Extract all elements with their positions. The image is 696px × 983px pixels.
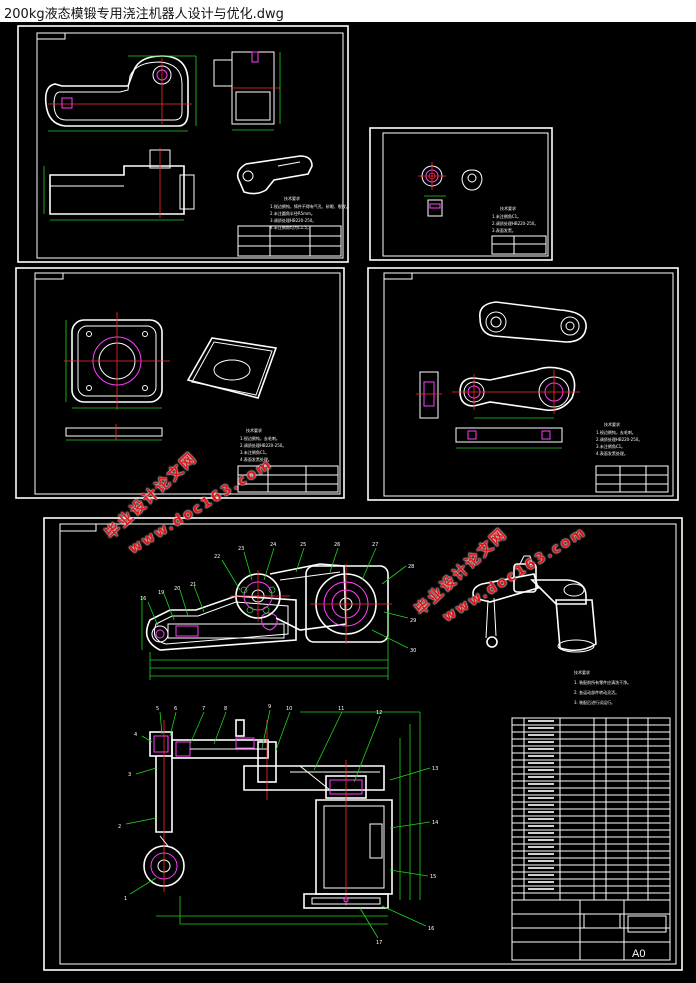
balloon-label: 22 — [214, 554, 220, 560]
sheet-top-left: 技术要求 1.锐边倒钝，铸件不得有气孔、砂眼、裂纹。 2.未注圆角半径R5mm。… — [17, 25, 350, 263]
parts-list-cell-text — [528, 804, 554, 806]
balloon-label: 4 — [134, 732, 137, 738]
balloon-label: 23 — [238, 546, 244, 552]
balloon-label: 11 — [338, 706, 344, 712]
parts-list-cell-text — [528, 720, 554, 722]
cad-drawing-canvas[interactable]: .f{fill:none;stroke:#fff;stroke-width:1}… — [0, 22, 696, 983]
balloon-label: 16 — [140, 596, 146, 602]
parts-list-cell-text — [528, 818, 554, 820]
parts-list-cell-text — [528, 853, 554, 855]
parts-list-cell-text — [528, 867, 554, 869]
parts-list-cell-text — [528, 727, 554, 729]
note-line: 2.未注圆角半径R5mm。 — [270, 210, 315, 216]
notes-title: 技术要求 — [604, 421, 620, 427]
note-line: 1.锐边倒钝，去毛刺。 — [240, 435, 280, 441]
balloon-label: 17 — [376, 940, 382, 946]
parts-list-cell-text — [528, 776, 554, 778]
balloon-label: 10 — [286, 706, 292, 712]
note-line: 3.未注倒角C1。 — [240, 449, 269, 455]
sheet-assembly: 16 19 20 21 22 23 24 25 26 27 28 29 30 — [43, 517, 683, 971]
note-line: 3.调质处理HB220-250。 — [270, 217, 316, 223]
parts-list-cell-text — [528, 881, 554, 883]
note-line: 1.锐边倒钝，去毛刺。 — [596, 429, 636, 435]
note-line: 3. 装配后进行试运行。 — [574, 699, 615, 705]
note-line: 4.未注倒角均为C1.5。 — [270, 224, 311, 230]
balloon-label: 26 — [334, 542, 340, 548]
note-line: 3.表面发黑。 — [492, 227, 516, 233]
balloon-label: 1 — [124, 896, 127, 902]
balloon-label: 25 — [300, 542, 306, 548]
parts-list-cell-text — [528, 797, 554, 799]
parts-list-cell-text — [528, 811, 554, 813]
note-line: 3.未注倒角C1。 — [596, 443, 625, 449]
window-title: 200kg液态模锻专用浇注机器人设计与优化.dwg — [4, 7, 284, 22]
parts-list-cell-text — [528, 762, 554, 764]
title-block: A0 — [511, 899, 671, 961]
parts-list-cell-text — [528, 741, 554, 743]
parts-list-cell-text — [528, 783, 554, 785]
window-title-bar: 200kg液态模锻专用浇注机器人设计与优化.dwg — [0, 0, 696, 23]
parts-list-cell-text — [528, 825, 554, 827]
balloon-label: 24 — [270, 542, 276, 548]
balloon-label: 7 — [202, 706, 205, 712]
drawing-svg: .f{fill:none;stroke:#fff;stroke-width:1}… — [15, 25, 683, 971]
balloon-label: 19 — [158, 590, 164, 596]
parts-list-cell-text — [528, 832, 554, 834]
balloon-label: 2 — [118, 824, 121, 830]
balloon-label: 3 — [128, 772, 131, 778]
sheet-mid-right: 技术要求 1.锐边倒钝，去毛刺。 2.调质处理HB220-250。 3.未注倒角… — [367, 267, 679, 501]
notes-title: 技术要求 — [574, 669, 590, 675]
balloon-label: 8 — [224, 706, 227, 712]
balloon-label: 29 — [410, 618, 416, 624]
balloon-label: 13 — [432, 766, 438, 772]
sheet-top-right: 技术要求 1.未注倒角C1。 2.调质处理HB220-250。 3.表面发黑。 — [369, 127, 553, 261]
parts-list-cell-text — [528, 790, 554, 792]
balloon-label: 16 — [428, 926, 434, 932]
parts-list-cell-text — [528, 769, 554, 771]
parts-list-cell-text — [528, 755, 554, 757]
parts-list-cell-text — [528, 860, 554, 862]
note-line: 1.锐边倒钝，铸件不得有气孔、砂眼、裂纹。 — [270, 203, 350, 209]
balloon-label: 28 — [408, 564, 414, 570]
balloon-label: 14 — [432, 820, 438, 826]
note-line: 2.调质处理HB220-250。 — [492, 220, 538, 226]
parts-list-cell-text — [528, 839, 554, 841]
balloon-label: 12 — [376, 710, 382, 716]
note-line: 2. 各运动部件转动灵活。 — [574, 689, 619, 695]
note-line: 4.表面发黑处理。 — [596, 450, 628, 456]
notes-title: 技术要求 — [284, 195, 300, 201]
note-line: 4.表面发黑处理。 — [240, 456, 272, 462]
balloon-label: 15 — [430, 874, 436, 880]
parts-list-cell-text — [528, 748, 554, 750]
balloon-label: 9 — [268, 704, 271, 710]
parts-list-table — [511, 717, 671, 901]
parts-list-rows — [512, 720, 670, 894]
note-line: 2.调质处理HB220-250。 — [596, 436, 642, 442]
parts-list-cell-text — [528, 874, 554, 876]
balloon-label: 21 — [190, 582, 196, 588]
balloon-label: 6 — [174, 706, 177, 712]
note-line: 2.调质处理HB220-250。 — [240, 442, 286, 448]
parts-list-cell-text — [528, 846, 554, 848]
balloon-label: 5 — [156, 706, 159, 712]
note-line: 1. 装配前所有零件应清洗干净。 — [574, 679, 631, 685]
sheet-mid-left: 技术要求 1.锐边倒钝，去毛刺。 2.调质处理HB220-250。 3.未注倒角… — [15, 267, 345, 499]
note-line: 1.未注倒角C1。 — [492, 213, 521, 219]
balloon-label: 20 — [174, 586, 180, 592]
balloon-label: 30 — [410, 648, 416, 654]
parts-list-cell-text — [528, 734, 554, 736]
sheet-size-label: A0 — [632, 948, 645, 960]
notes-title: 技术要求 — [500, 205, 516, 211]
parts-list-cell-text — [528, 888, 554, 890]
notes-title: 技术要求 — [246, 427, 262, 433]
balloon-label: 27 — [372, 542, 378, 548]
